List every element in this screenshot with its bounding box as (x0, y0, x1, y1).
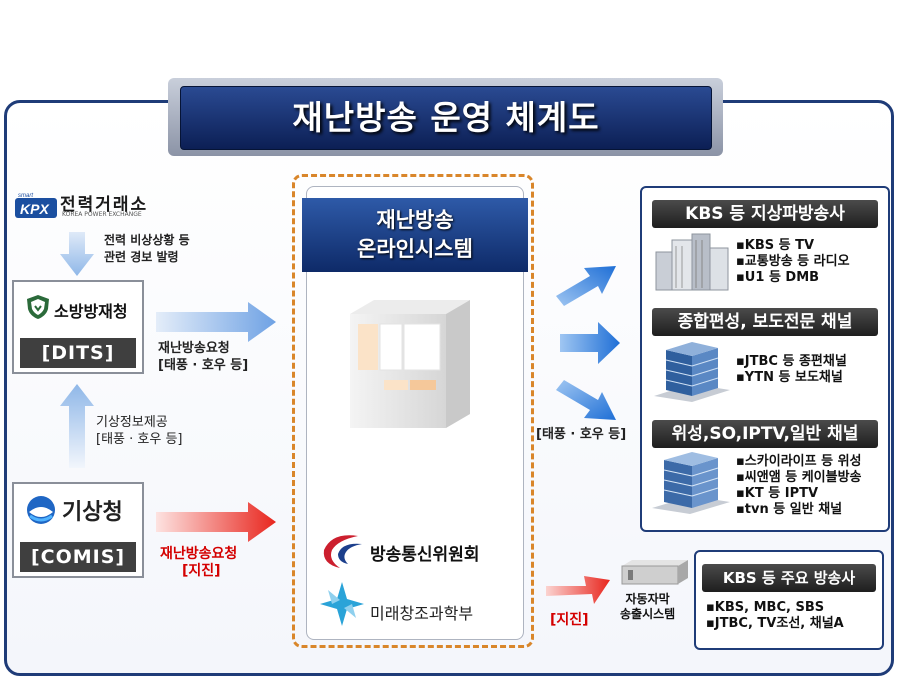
kpx-note-line: 전력 비상상황 등 (104, 233, 190, 247)
kma-logo-icon (27, 496, 55, 524)
buildings-icon (655, 233, 729, 291)
system-title-line2: 온라인시스템 (357, 237, 473, 261)
major-item: ▪JTBC, TV조선, 채널A (706, 616, 844, 631)
system-title-banner: 재난방송 온라인시스템 (302, 198, 528, 272)
broadcaster-item: ▪U1 등 DMB (736, 270, 820, 285)
broadcaster-head: 위성,SO,IPTV,일반 채널 (652, 420, 878, 448)
kpx-note: 전력 비상상황 등 관련 경보 발령 (104, 232, 190, 266)
auto-caption-line: 송출시스템 (620, 607, 676, 621)
typhoon-label: [태풍 · 호우 등] (536, 427, 627, 442)
broadcaster-item: ▪YTN 등 보도채널 (736, 370, 843, 385)
kpx-name: 전력거래소 (60, 195, 149, 215)
earthquake-label: [지진] (550, 612, 589, 628)
broadcaster-item: ▪KT 등 IPTV (736, 486, 819, 501)
dits-request-line: 재난방송요청 (158, 341, 230, 356)
blue-right-arrow-icon (560, 322, 620, 364)
red-up-right-arrow-icon (546, 576, 610, 604)
blue-right-arrow-icon (156, 302, 276, 342)
broadcaster-item: ▪JTBC 등 종편채널 (736, 354, 847, 369)
comis-request-line: 재난방송요청 (160, 546, 238, 562)
dits-box: 소방방재청 [DITS] (12, 280, 144, 374)
broadcaster-items: ▪스카이라이프 등 위성 ▪씨앤앰 등 케이블방송 ▪KT 등 IPTV ▪tv… (736, 454, 862, 518)
dits-request: 재난방송요청 [태풍 · 호우 등] (158, 340, 248, 374)
auto-caption-line: 자동자막 (625, 592, 670, 606)
office-building-icon (652, 452, 730, 514)
system-dashed-border (292, 174, 534, 648)
broadcaster-item: ▪스카이라이프 등 위성 (736, 454, 862, 469)
red-right-arrow-icon (156, 502, 276, 542)
major-head: KBS 등 주요 방송사 (702, 564, 876, 592)
dits-request-line: [태풍 · 호우 등] (158, 358, 249, 373)
weather-provide: 기상정보제공 [태풍 · 호우 등] (96, 414, 182, 448)
comis-org: 기상청 (62, 500, 123, 525)
broadcaster-items: ▪JTBC 등 종편채널 ▪YTN 등 보도채널 (736, 354, 847, 386)
shield-icon (27, 295, 49, 319)
kcc-logo-icon (323, 535, 362, 568)
dits-code: [DITS] (20, 338, 136, 368)
major-items: ▪KBS, MBC, SBS ▪JTBC, TV조선, 채널A (706, 600, 844, 632)
kpx-note-line: 관련 경보 발령 (104, 250, 179, 264)
broadcaster-item: ▪tvn 등 일반 채널 (736, 502, 843, 517)
blue-down-arrow-icon (60, 232, 94, 276)
broadcaster-items: ▪KBS 등 TV ▪교통방송 등 라디오 ▪U1 등 DMB (736, 238, 850, 286)
kpx-logo: smart KPX 전력거래소 KOREA POWER EXCHANGE (14, 190, 154, 224)
agency-msip: 미래창조과학부 (370, 604, 474, 623)
msip-logo-icon (320, 582, 364, 626)
comis-box: 기상청 [COMIS] (12, 482, 144, 578)
system-title-line1: 재난방송 (376, 208, 454, 232)
weather-provide-line: [태풍 · 호우 등] (96, 432, 183, 447)
weather-provide-line: 기상정보제공 (96, 415, 168, 430)
broadcaster-head: 종합편성, 보도전문 채널 (652, 308, 878, 336)
kpx-mark-icon: smart KPX (15, 193, 57, 218)
broadcaster-item: ▪씨앤앰 등 케이블방송 (736, 470, 862, 485)
server-icon (350, 300, 470, 428)
kpx-mark-small: smart (18, 193, 33, 199)
broadcaster-item: ▪교통방송 등 라디오 (736, 254, 850, 269)
agency-kcc: 방송통신위원회 (370, 545, 480, 565)
caption-device-icon (621, 560, 688, 585)
broadcaster-item: ▪KBS 등 TV (736, 238, 815, 253)
blue-up-arrow-icon (60, 384, 94, 468)
dits-org: 소방방재청 (54, 302, 128, 321)
auto-caption: 자동자막 송출시스템 (620, 592, 675, 622)
kpx-mark-text: KPX (20, 201, 50, 217)
comis-request-line: [지진] (182, 563, 221, 579)
broadcaster-head: KBS 등 지상파방송사 (652, 200, 878, 228)
comis-request: 재난방송요청 [지진] (160, 546, 237, 580)
blue-up-right-arrow-icon (556, 266, 616, 306)
blue-down-right-arrow-icon (556, 380, 616, 420)
office-building-icon (654, 342, 730, 402)
comis-code: [COMIS] (20, 542, 136, 572)
kpx-subtitle: KOREA POWER EXCHANGE (62, 211, 142, 218)
major-item: ▪KBS, MBC, SBS (706, 600, 825, 615)
diagram-title: 재난방송 운영 체계도 (180, 86, 712, 150)
